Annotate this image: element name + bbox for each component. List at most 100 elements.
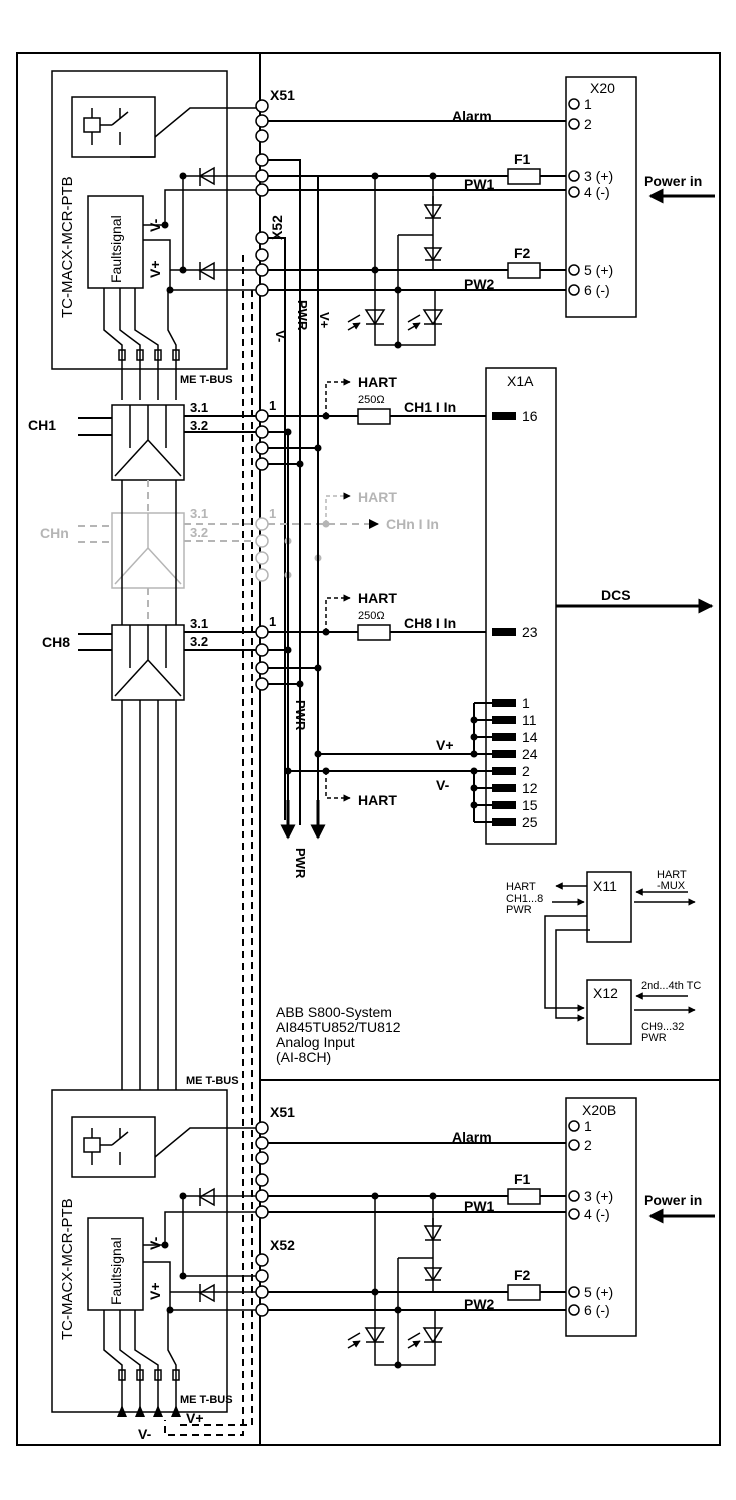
f2-label-top: F2 [514,245,531,261]
x20b-box: X20B 1 2 3 (+) 4 (-) 5 (+) 6 (-) Power i… [565,1097,715,1337]
ch1-label: CH1 [28,417,56,433]
module-top: TC-MACX-MCR-PTB Faultsignal V- V+ ME T-B… [51,70,265,400]
ch8-label: CH8 [42,634,70,650]
dcs-output: DCS [556,587,714,614]
terminal-strip-top: X51 X52 V- PWR V+ [255,87,332,342]
x20b-pin-3: 3 (+) [584,1188,613,1204]
x52-label-top: X52 [269,215,285,240]
outer-frame [16,52,721,1446]
x20b-title: X20B [582,1102,616,1118]
x20-pin-6: 6 (-) [584,282,610,298]
x1a-supply-wiring: V+ V- HART PWR PWR [280,432,474,879]
vplus-label-bottom: V+ [147,1282,163,1300]
x20-pin-1: 1 [584,96,592,112]
ch8-t31: 3.1 [190,616,208,631]
chn-t32: 3.2 [190,525,208,540]
bus-dashed-right [180,290,253,1426]
x1a-title: X1A [507,373,534,389]
x52-label-bottom: X52 [270,1237,295,1253]
pwr-out-label: PWR [293,848,308,879]
system-line-3: Analog Input [276,1034,355,1050]
bus-label-top: ME T-BUS [180,374,233,386]
pw1-label-top: PW1 [464,176,495,192]
x1a-pin-1: 1 [522,695,530,711]
terminal-strip-bottom: X51 X52 [255,1104,295,1317]
x1a-pin-16: 16 [522,408,538,424]
x12-in-label: 2nd...4th TC [641,980,701,992]
alarm-label-top: Alarm [452,108,492,124]
vminus-label-bottom: V- [147,1236,163,1250]
bus-dashed-left [164,255,244,1436]
vplus-rail-label: V+ [317,312,332,329]
pw1-label-bottom: PW1 [464,1198,495,1214]
ch8-pin: 1 [269,614,276,629]
faultsignal-label-top: Faultsignal [108,215,124,283]
ch1-t32: 3.2 [190,418,208,433]
x1a-pin-15: 15 [522,797,538,813]
chn-hart: HART [358,489,397,505]
x51-label-bottom: X51 [270,1104,295,1120]
x20b-pin-6: 6 (-) [584,1302,610,1318]
x51-label-top: X51 [270,87,295,103]
x1a-pin-14: 14 [522,729,538,745]
x12-out-pwr: PWR [641,1032,667,1044]
x20-pin-5: 5 (+) [584,262,613,278]
vplus-label-top: V+ [147,260,163,278]
x12-out-ch: CH9...32 [641,1021,684,1033]
ch8-hart: HART [358,590,397,606]
x12-title: X12 [593,985,618,1001]
channel-chn: CHn 3.1 3.2 1 CHn I In HART [40,480,439,626]
x11-out-mux: -MUX [657,880,686,892]
x20-pin-2: 2 [584,116,592,132]
relay-box-top [71,96,156,158]
x1a-pin-2: 2 [522,763,530,779]
ch1-hart: HART [358,374,397,390]
chn-t31: 3.1 [190,506,208,521]
f1-label-top: F1 [514,151,531,167]
x1a-pin-24: 24 [522,746,538,762]
system-line-2: AI845TU852/TU812 [276,1019,401,1035]
x1a-pin-23: 23 [522,624,538,640]
dcs-label: DCS [601,587,631,603]
ch1-t31: 3.1 [190,400,208,415]
pwr-vertical-label: PWR [293,700,308,731]
x20-pin-4: 4 (-) [584,184,610,200]
f2-label-bottom: F2 [514,1267,531,1283]
x20-pin-3: 3 (+) [584,168,613,184]
x11-in-ch: CH1...8 [506,893,543,905]
x20b-pin-5: 5 (+) [584,1284,613,1300]
system-line-1: ABB S800-System [276,1004,392,1020]
faultsignal-label-bottom: Faultsignal [108,1237,124,1305]
channel-ch8: CH8 3.1 3.2 1 250Ω CH8 I In HART [42,590,492,701]
module-bottom: ME T-BUS TC-MACX-MCR-PTB Faultsignal V- … [51,1075,265,1442]
power-wiring-top: Alarm F1 PW1 F2 PW2 [161,108,568,825]
x20b-pin-2: 2 [584,1137,592,1153]
x20b-pin-1: 1 [584,1118,592,1134]
faultsignal-box-bottom [87,1217,144,1311]
power-wiring-bottom: Alarm F1 PW1 F2 PW2 [268,1129,568,1369]
x1a-hart-label: HART [358,792,397,808]
power-in-label-top: Power in [644,173,702,189]
ch8-t32: 3.2 [190,634,208,649]
pw2-label-bottom: PW2 [464,1296,495,1312]
x11-in-hart: HART [506,881,536,893]
faultsignal-box-top [87,195,144,289]
ch1-resistor: 250Ω [358,394,385,406]
x11-in-pwr: PWR [506,904,532,916]
bus-vminus-bottom: V- [138,1426,152,1442]
ch1-signal: CH1 I In [404,399,456,415]
power-in-label-bottom: Power in [644,1192,702,1208]
pwr-rail-label: PWR [295,300,310,331]
f1-label-bottom: F1 [514,1171,531,1187]
relay-box-bottom [71,1116,156,1178]
x20b-pin-4: 4 (-) [584,1206,610,1222]
module-top-name: TC-MACX-MCR-PTB [59,176,76,318]
chn-pin: 1 [269,506,276,521]
pw2-label-top: PW2 [464,276,495,292]
system-description: ABB S800-System AI845TU852/TU812 Analog … [276,1004,401,1065]
alarm-label-bottom: Alarm [452,1129,492,1145]
x11-out-hart: HART [657,869,687,881]
bus-label-bottom: ME T-BUS [180,1394,233,1406]
module-bottom-name: TC-MACX-MCR-PTB [59,1198,76,1340]
